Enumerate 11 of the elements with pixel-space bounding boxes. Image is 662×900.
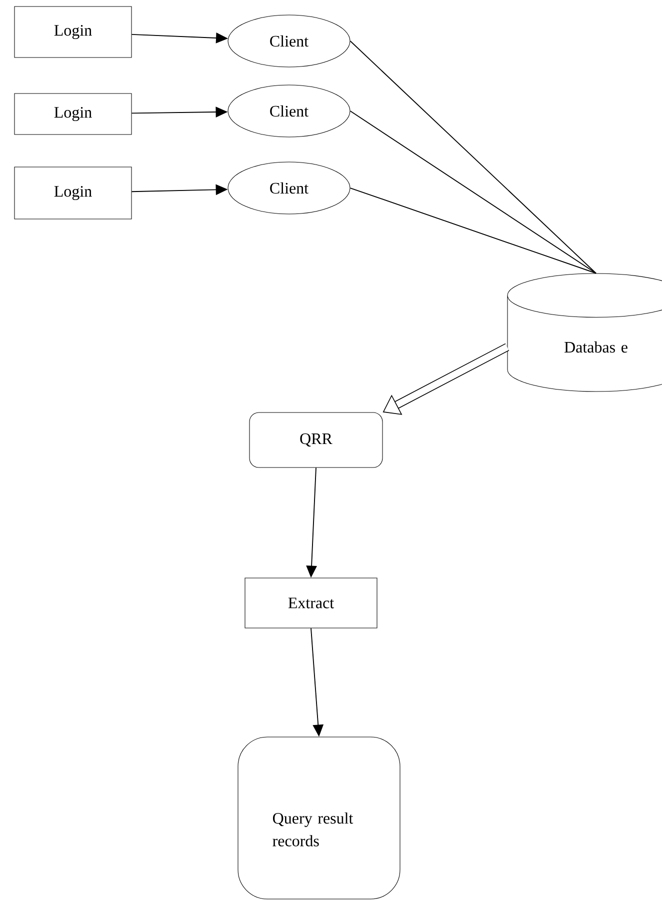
block-arrow (382, 343, 510, 415)
connector-line (350, 188, 596, 274)
login-box: Login (14, 6, 132, 58)
database-cylinder: Databas e (507, 273, 662, 392)
process-box: QRR (249, 412, 383, 468)
login-box: Login (14, 166, 132, 220)
result-box: Query result records (238, 736, 400, 900)
connector-line (350, 40, 596, 274)
login-box: Login (14, 93, 132, 135)
process-box: Extract (244, 578, 378, 628)
connector-line (350, 110, 596, 274)
